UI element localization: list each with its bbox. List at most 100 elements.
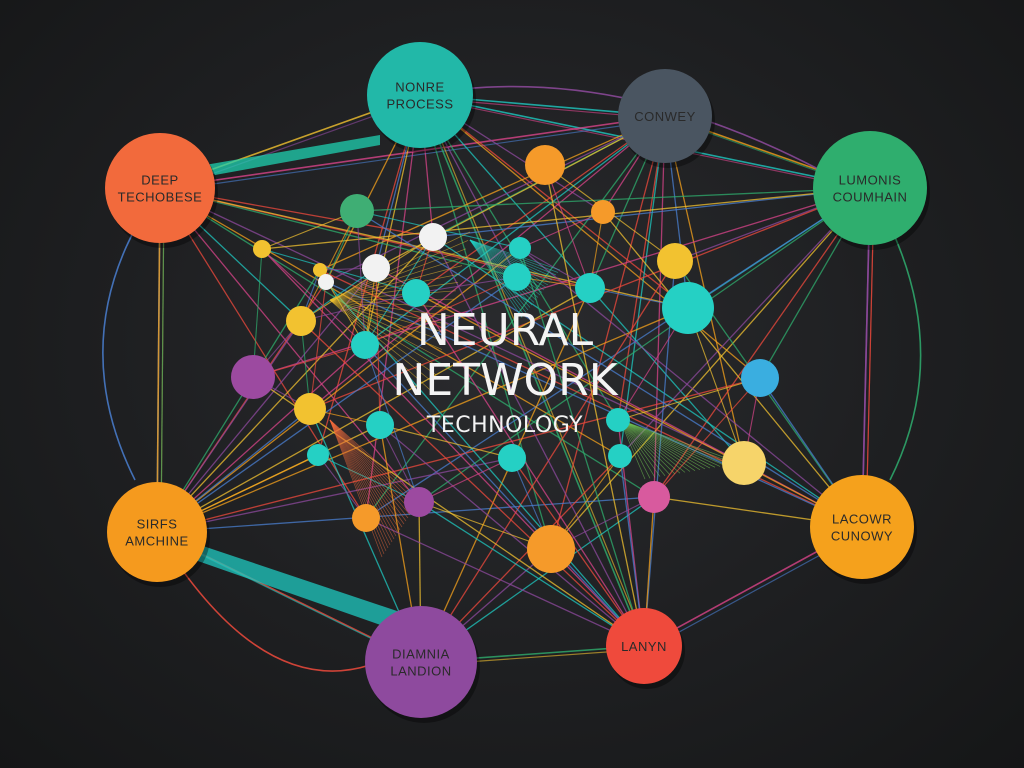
hub-edge [160, 190, 165, 536]
network-node [525, 145, 565, 185]
fan-edge [300, 320, 645, 647]
mesh-line [619, 419, 741, 464]
mesh-line [469, 239, 537, 301]
mesh-line [619, 419, 686, 473]
mesh-line [619, 419, 696, 471]
fan-edge [319, 115, 666, 271]
hub-circle [618, 69, 712, 163]
hub-circle [105, 133, 215, 243]
mesh-line [329, 299, 449, 325]
fan-edge [159, 187, 367, 519]
mesh-line [469, 239, 523, 318]
hub-circle [606, 608, 682, 684]
mesh-line [329, 299, 439, 367]
mesh-line [329, 231, 471, 301]
mesh-line [619, 419, 736, 465]
fan-edge [261, 187, 871, 250]
mesh-line [469, 239, 551, 283]
hub-label: COUMHAIN [833, 190, 908, 205]
hub-label: DEEP [141, 173, 178, 188]
mesh-line [469, 239, 529, 311]
fan-edge [420, 287, 591, 663]
fan-edge [159, 187, 420, 503]
hub-label: LACOWR [832, 512, 892, 527]
mesh-line [469, 239, 545, 291]
mesh-line [329, 419, 395, 540]
hub-label: CUNOWY [831, 529, 893, 544]
fan-edge [364, 344, 645, 647]
mesh-line [619, 419, 681, 474]
mesh-line [329, 299, 453, 308]
fan-edge [365, 517, 645, 647]
mesh-layer [195, 135, 741, 630]
network-node [509, 237, 531, 259]
hub-conway: CONWEY [618, 69, 715, 168]
network-node [638, 481, 670, 513]
hub-label: LANDION [390, 664, 451, 679]
mesh-line [469, 239, 533, 306]
fan-edge [544, 164, 645, 647]
mesh-line [329, 419, 411, 516]
fan-edge [419, 94, 761, 379]
mesh-line [469, 239, 531, 308]
hub-label: LANYN [621, 639, 667, 654]
network-node [575, 273, 605, 303]
mesh-line [619, 419, 676, 475]
hub-label: CONWEY [634, 109, 696, 124]
mesh-line [619, 419, 731, 466]
hub-label: LUMONIS [839, 173, 902, 188]
fan-edge [159, 187, 518, 278]
hub-label: TECHOBESE [118, 190, 203, 205]
fan-edge [550, 187, 871, 550]
mesh-line [329, 299, 441, 359]
network-node [352, 504, 380, 532]
fan-edge [356, 210, 863, 528]
network-node [253, 240, 271, 258]
inner-edge [300, 267, 377, 322]
inner-edge [653, 377, 761, 498]
hub-edge [865, 190, 875, 531]
fan-edge [619, 187, 871, 457]
mesh-line [619, 419, 711, 469]
hub-circle [810, 475, 914, 579]
fan-edge [156, 457, 513, 533]
mesh-line [619, 419, 656, 478]
network-node [362, 254, 390, 282]
network-node [286, 306, 316, 336]
mesh-line [329, 299, 433, 392]
network-node [318, 274, 334, 290]
inner-edge [687, 307, 745, 464]
fan-edge [418, 187, 871, 503]
inner-edge [364, 236, 434, 346]
hub-label: SIRFS [137, 517, 178, 532]
center-title: NEURAL NETWORK TECHNOLOGY [392, 305, 618, 438]
nodes-layer [231, 145, 779, 573]
fan-edge [415, 292, 863, 528]
mesh-line [329, 299, 445, 342]
fan-edge [519, 247, 645, 647]
inner-edge [519, 211, 604, 249]
inner-edge [418, 457, 513, 503]
network-node [591, 200, 615, 224]
mesh-line [329, 419, 407, 522]
mesh-line [619, 419, 691, 472]
hub-lacowr-cunowy: LACOWR CUNOWY [810, 475, 917, 584]
hub-circle [365, 606, 477, 718]
mesh-line [469, 239, 557, 276]
network-node [741, 359, 779, 397]
mesh-line [329, 419, 383, 558]
mesh-line [619, 419, 671, 476]
title-line-1: NEURAL [417, 305, 594, 356]
mesh-line [329, 419, 399, 534]
fan-edge [432, 187, 871, 238]
edges-layer [102, 85, 922, 672]
inner-edge [364, 276, 518, 346]
mesh-line [329, 265, 463, 301]
mesh-line [329, 290, 457, 301]
mesh-line [329, 419, 403, 528]
fan-edge [319, 269, 863, 528]
fan-edge [365, 94, 421, 519]
